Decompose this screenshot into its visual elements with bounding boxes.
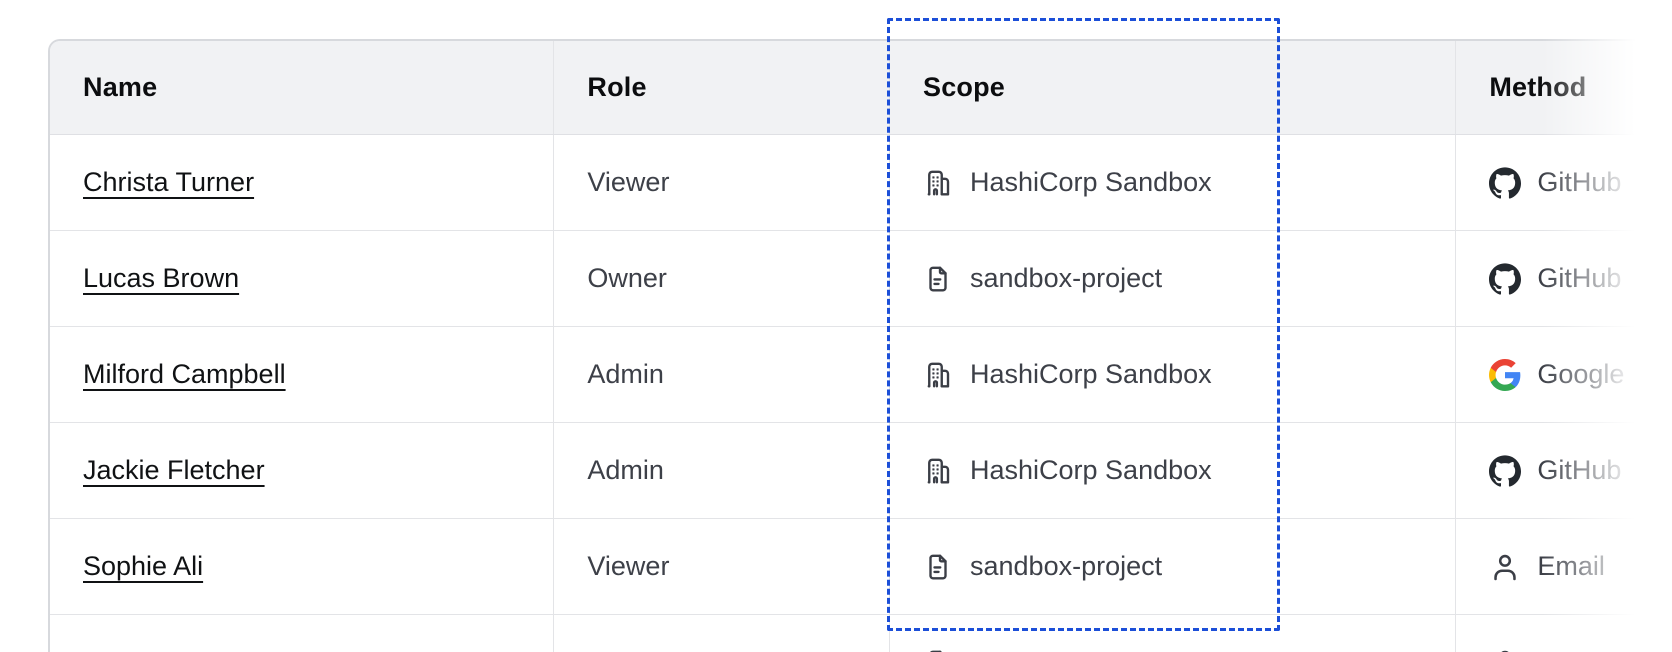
table-header-row: Name Role Scope Method bbox=[50, 41, 1672, 135]
scope-cell: HashiCorp Sandbox bbox=[889, 327, 1455, 422]
role-cell: Viewer bbox=[553, 519, 889, 614]
email-person-icon bbox=[1489, 647, 1521, 652]
members-table: Name Role Scope Method Christa Turner Vi… bbox=[48, 39, 1672, 652]
org-building-icon bbox=[923, 360, 953, 390]
method-value: GitHub bbox=[1537, 263, 1622, 293]
table-row: Milford Campbell Admin HashiCorp Sandbox… bbox=[50, 327, 1672, 423]
role-cell: Owner bbox=[553, 231, 889, 326]
role-cell: Admin bbox=[553, 327, 889, 422]
scope-cell: HashiCorp Sandbox bbox=[889, 135, 1455, 230]
column-header-label: Role bbox=[587, 72, 647, 102]
member-name-link[interactable]: Christa Turner bbox=[83, 167, 255, 197]
method-cell: Email bbox=[1455, 519, 1672, 614]
name-cell: Christa Turner bbox=[50, 135, 553, 230]
method-value: Email bbox=[1537, 551, 1605, 581]
scope-cell: sandbox-project bbox=[889, 231, 1455, 326]
org-building-icon bbox=[923, 168, 953, 198]
method-value: GitHub bbox=[1537, 167, 1622, 197]
method-cell bbox=[1455, 615, 1672, 652]
role-value: Owner bbox=[587, 263, 667, 293]
table-row: Jackie Fletcher Admin HashiCorp Sandbox … bbox=[50, 423, 1672, 519]
table-row: Sophie Ali Viewer sandbox-project Email bbox=[50, 519, 1672, 615]
scope-value: sandbox-project bbox=[970, 551, 1163, 581]
email-person-icon bbox=[1489, 551, 1521, 583]
name-cell: Lucas Brown bbox=[50, 231, 553, 326]
column-header-role: Role bbox=[553, 41, 889, 134]
method-cell: GitHub bbox=[1455, 423, 1672, 518]
method-value: Google bbox=[1537, 359, 1625, 389]
role-value: Viewer bbox=[587, 551, 670, 581]
google-icon bbox=[1489, 358, 1521, 391]
project-document-icon bbox=[923, 648, 953, 652]
method-value: GitHub bbox=[1537, 455, 1622, 485]
name-cell: Milford Campbell bbox=[50, 327, 553, 422]
table-row-partial bbox=[50, 615, 1672, 652]
github-icon bbox=[1489, 454, 1522, 487]
method-cell: Google bbox=[1455, 327, 1672, 422]
method-cell: GitHub bbox=[1455, 231, 1672, 326]
column-header-label: Name bbox=[83, 72, 158, 102]
github-icon bbox=[1489, 262, 1522, 295]
role-value: Admin bbox=[587, 359, 664, 389]
role-cell: Viewer bbox=[553, 135, 889, 230]
project-document-icon bbox=[923, 552, 953, 582]
member-name-link[interactable]: Sophie Ali bbox=[83, 551, 204, 581]
role-value: Viewer bbox=[587, 167, 670, 197]
name-cell: Jackie Fletcher bbox=[50, 423, 553, 518]
column-header-label: Scope bbox=[923, 72, 1006, 102]
name-cell bbox=[50, 615, 553, 652]
scope-value: HashiCorp Sandbox bbox=[970, 455, 1212, 485]
role-cell: Admin bbox=[553, 423, 889, 518]
role-cell bbox=[553, 615, 889, 652]
column-header-scope: Scope bbox=[889, 41, 1455, 134]
column-header-method: Method bbox=[1455, 41, 1672, 134]
org-building-icon bbox=[923, 456, 953, 486]
scope-value: HashiCorp Sandbox bbox=[970, 167, 1212, 197]
name-cell: Sophie Ali bbox=[50, 519, 553, 614]
github-icon bbox=[1489, 166, 1522, 199]
scope-cell bbox=[889, 615, 1455, 652]
scope-cell: HashiCorp Sandbox bbox=[889, 423, 1455, 518]
scope-value: sandbox-project bbox=[970, 263, 1163, 293]
member-name-link[interactable]: Milford Campbell bbox=[83, 359, 286, 389]
scope-cell: sandbox-project bbox=[889, 519, 1455, 614]
column-header-label: Method bbox=[1489, 72, 1587, 102]
method-cell: GitHub bbox=[1455, 135, 1672, 230]
scope-value: HashiCorp Sandbox bbox=[970, 359, 1212, 389]
member-name-link[interactable]: Jackie Fletcher bbox=[83, 455, 265, 485]
member-name-link[interactable]: Lucas Brown bbox=[83, 263, 240, 293]
project-document-icon bbox=[923, 264, 953, 294]
table-row: Lucas Brown Owner sandbox-project GitHub bbox=[50, 231, 1672, 327]
column-header-name: Name bbox=[50, 41, 553, 134]
role-value: Admin bbox=[587, 455, 664, 485]
table-row: Christa Turner Viewer HashiCorp Sandbox … bbox=[50, 135, 1672, 231]
